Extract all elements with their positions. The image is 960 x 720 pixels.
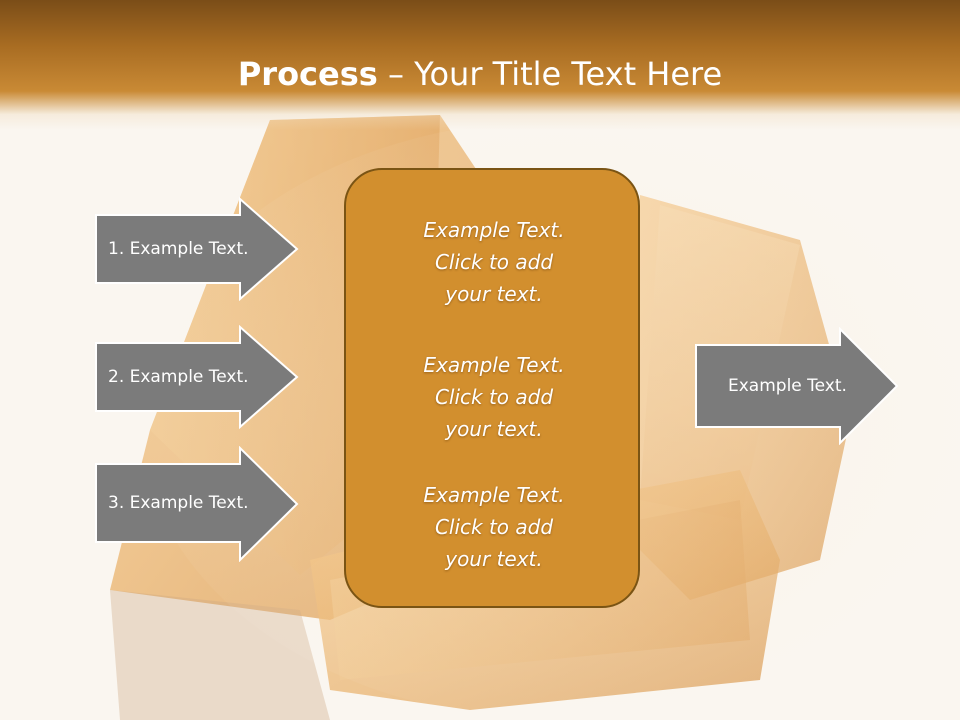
center-block-3-line-3: your text. <box>445 547 543 571</box>
left-arrow-2-label: 2. Example Text. <box>108 367 249 387</box>
center-block-2-line-2: Click to add <box>434 385 554 409</box>
center-block-1[interactable]: Example Text. Click to add your text. <box>346 214 642 310</box>
center-block-2-line-3: your text. <box>445 417 543 441</box>
right-arrow-label: Example Text. <box>728 376 847 396</box>
left-arrow-1[interactable]: 1. Example Text. <box>94 197 300 301</box>
title-bar <box>0 0 960 130</box>
left-arrow-1-label: 1. Example Text. <box>108 239 249 259</box>
center-block-3-line-1: Example Text. <box>423 483 565 507</box>
title-bold: Process <box>237 55 378 93</box>
center-block-1-line-1: Example Text. <box>423 218 565 242</box>
center-block-1-line-3: your text. <box>445 282 543 306</box>
title-rest: – Your Title Text Here <box>377 55 723 93</box>
center-block-3[interactable]: Example Text. Click to add your text. <box>346 479 642 575</box>
center-block-3-line-2: Click to add <box>434 515 554 539</box>
slide-title[interactable]: Process – Your Title Text Here <box>0 52 960 96</box>
left-arrow-3-label: 3. Example Text. <box>108 493 249 513</box>
center-block-1-line-2: Click to add <box>434 250 554 274</box>
left-arrow-2[interactable]: 2. Example Text. <box>94 325 300 429</box>
center-block-2[interactable]: Example Text. Click to add your text. <box>346 349 642 445</box>
center-block-2-line-1: Example Text. <box>423 353 565 377</box>
right-arrow[interactable]: Example Text. <box>694 327 900 445</box>
center-text-box[interactable]: Example Text. Click to add your text. Ex… <box>344 168 640 608</box>
left-arrow-3[interactable]: 3. Example Text. <box>94 446 300 562</box>
